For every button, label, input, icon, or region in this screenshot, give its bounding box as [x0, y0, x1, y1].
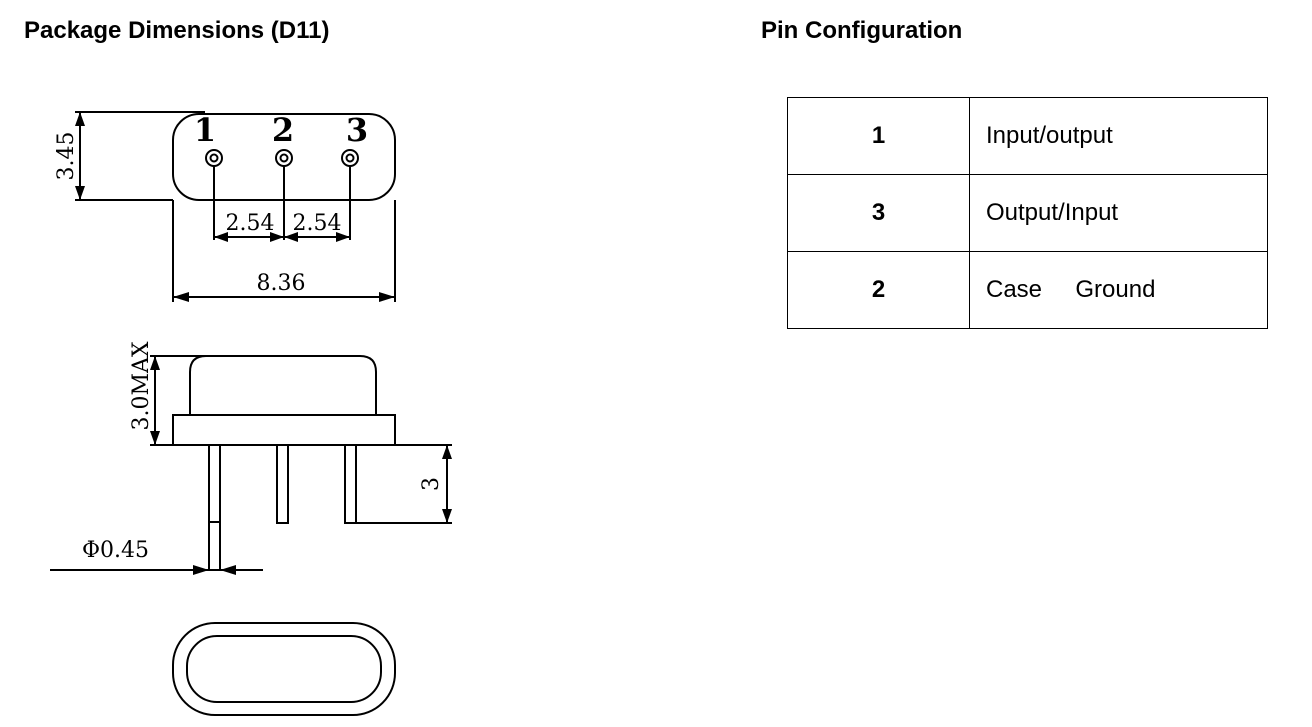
- pin-2-circle: [275, 149, 293, 167]
- dim-lead-diameter: Φ0.45: [82, 538, 149, 563]
- lead-3: [344, 444, 357, 524]
- pin-function-cell: Case Ground: [969, 251, 1268, 329]
- table-row: 3 Output/Input: [787, 174, 1268, 252]
- pin-number-cell: 2: [787, 251, 970, 329]
- package-dimensions-title: Package Dimensions (D11): [24, 17, 330, 44]
- table-row: 2 Case Ground: [787, 251, 1268, 329]
- pin-function-cell: Output/Input: [969, 174, 1268, 252]
- pin-label-2: 2: [272, 111, 294, 149]
- dim-pitch-1: 2.54: [226, 211, 275, 236]
- side-view-dome: [189, 355, 377, 415]
- pin-number-cell: 3: [787, 174, 970, 252]
- dim-pitch-2: 2.54: [293, 211, 342, 236]
- lead-1: [208, 444, 221, 571]
- dim-height-top: 3.45: [54, 132, 79, 181]
- pin-number-cell: 1: [787, 97, 970, 175]
- bottom-view-outer: [172, 622, 396, 716]
- pin-3-circle: [341, 149, 359, 167]
- pin-label-3: 3: [346, 111, 368, 149]
- side-view-flange: [172, 414, 396, 446]
- pin-configuration-table: 1 Input/output 3 Output/Input 2 Case Gro…: [787, 97, 1268, 329]
- bottom-view-inner: [186, 635, 382, 703]
- package-drawing: 1 2 3 3.45 2.54 2.54 8.36 3.0MAX 3 Φ0.45: [50, 111, 452, 716]
- pin-function-cell: Input/output: [969, 97, 1268, 175]
- lead-2: [276, 444, 289, 524]
- dim-lead-length: 3: [419, 477, 444, 491]
- dim-body-height: 3.0MAX: [129, 341, 154, 430]
- dim-width: 8.36: [257, 271, 306, 296]
- pin-label-1: 1: [194, 111, 216, 149]
- pin-configuration-title: Pin Configuration: [761, 17, 963, 44]
- table-row: 1 Input/output: [787, 97, 1268, 175]
- pin-1-circle: [205, 149, 223, 167]
